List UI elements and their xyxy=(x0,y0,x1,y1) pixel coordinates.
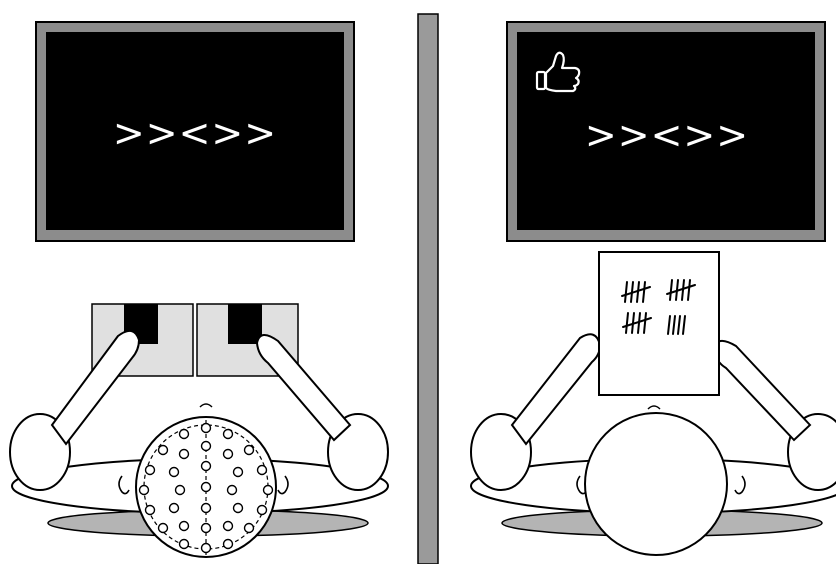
plain-head xyxy=(584,412,728,556)
left-forearm xyxy=(50,329,141,446)
eeg-electrode xyxy=(178,538,190,550)
eeg-electrode xyxy=(222,428,234,440)
right-response-key xyxy=(228,304,262,344)
tally-sheet xyxy=(598,251,720,396)
eeg-electrode xyxy=(243,522,255,534)
eeg-electrode xyxy=(178,428,190,440)
left-monitor: >><>> xyxy=(35,21,355,242)
right-stimulus-text: >><>> xyxy=(585,113,749,157)
right-upper-arm xyxy=(327,413,389,491)
right-forearm xyxy=(255,334,352,442)
thumbs-up-icon xyxy=(535,51,581,93)
eeg-electrode xyxy=(200,502,212,514)
right-ear xyxy=(277,475,289,495)
eeg-electrode xyxy=(157,522,169,534)
eeg-electrode xyxy=(200,440,212,452)
right-monitor-screen xyxy=(517,32,815,230)
eeg-electrode xyxy=(144,504,156,516)
right-panel-left-forearm xyxy=(510,333,602,446)
right-monitor: >><>> xyxy=(506,21,826,242)
eeg-electrode xyxy=(256,504,268,516)
eeg-electrode xyxy=(200,460,212,472)
right-panel-nose xyxy=(647,405,661,410)
nose xyxy=(199,403,213,408)
eeg-head xyxy=(135,416,277,558)
left-stimulus-text: >><>> xyxy=(113,111,277,155)
right-panel-right-ear xyxy=(734,475,746,495)
eeg-electrode xyxy=(232,466,244,478)
eeg-electrode xyxy=(178,520,190,532)
eeg-electrode xyxy=(174,484,186,496)
eeg-electrodes xyxy=(138,422,274,554)
eeg-electrode xyxy=(226,484,238,496)
eeg-electrode xyxy=(200,522,212,534)
eeg-electrode xyxy=(168,466,180,478)
right-panel-right-forearm xyxy=(712,339,812,442)
eeg-electrode xyxy=(222,448,234,460)
left-panel: >><>> xyxy=(9,21,389,558)
eeg-electrode xyxy=(200,542,212,554)
eeg-electrode xyxy=(138,484,150,496)
tally-paper xyxy=(598,251,720,396)
eeg-electrode xyxy=(222,520,234,532)
eeg-electrode xyxy=(262,484,274,496)
eeg-electrode xyxy=(178,448,190,460)
eeg-electrode xyxy=(232,502,244,514)
left-monitor-screen xyxy=(46,32,344,230)
eeg-electrode xyxy=(157,444,169,456)
eeg-electrode xyxy=(200,481,212,493)
eeg-electrode xyxy=(256,464,268,476)
left-ear xyxy=(118,475,130,495)
right-panel: >><>> xyxy=(470,21,836,556)
left-upper-arm xyxy=(9,413,71,491)
eeg-electrode xyxy=(200,422,212,434)
eeg-electrode xyxy=(222,538,234,550)
eeg-electrode xyxy=(168,502,180,514)
tally-marks xyxy=(621,279,696,335)
eeg-electrode xyxy=(243,444,255,456)
right-panel-left-upper-arm xyxy=(470,413,532,491)
panel-divider xyxy=(417,13,439,564)
eeg-electrode xyxy=(144,464,156,476)
